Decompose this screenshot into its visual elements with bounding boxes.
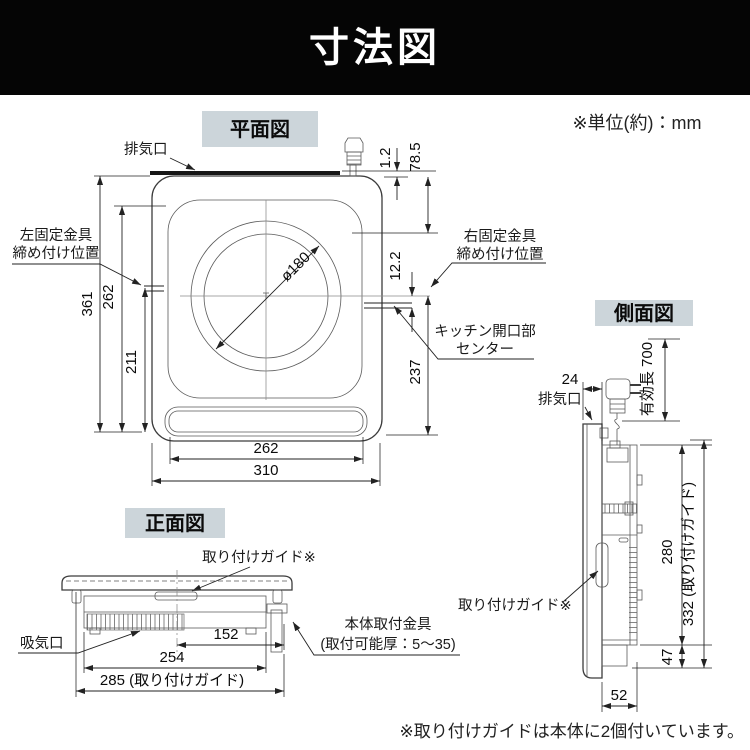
front-view-label: 正面図 bbox=[145, 513, 205, 535]
plan-exhaust-slot bbox=[150, 171, 340, 175]
plan-left-bracket-mark bbox=[144, 285, 164, 292]
side-guide-label: 取り付けガイド※ bbox=[458, 597, 572, 614]
page-title: 寸法図 bbox=[309, 26, 441, 70]
front-right-guide-hook bbox=[272, 589, 283, 604]
side-view-label: 側面図 bbox=[613, 302, 674, 325]
side-view-label-box bbox=[595, 300, 693, 326]
front-mounting-bracket bbox=[266, 603, 288, 653]
side-plug-clip bbox=[606, 447, 629, 463]
side-top-plate bbox=[582, 423, 603, 679]
side-view: 側面図 bbox=[458, 300, 712, 712]
plan-kitchen-center-label-2: センター bbox=[456, 341, 514, 358]
plan-dim-361: 361 bbox=[79, 291, 96, 316]
plan-kitchen-center-callout: キッチン開口部 センター bbox=[393, 305, 536, 360]
front-view-label-box bbox=[125, 508, 225, 538]
side-mounting-guide bbox=[595, 542, 609, 588]
plan-view-drawing bbox=[144, 137, 430, 442]
side-exhaust-leader bbox=[584, 406, 593, 421]
front-guide-leader bbox=[191, 566, 251, 592]
front-bracket-callout: 本体取付金具 (取付可能厚：5～35) bbox=[292, 616, 460, 656]
plan-dim-78-5: 78.5 bbox=[407, 142, 424, 171]
plan-dim-diameter: ø180 bbox=[278, 249, 314, 285]
front-bracket-label-2: (取付可能厚：5～35) bbox=[320, 636, 455, 653]
plan-kitchen-center-label-1: キッチン開口部 bbox=[434, 323, 536, 340]
side-view-drawing bbox=[582, 378, 643, 679]
front-dim-285: 285 (取り付けガイド) bbox=[100, 672, 244, 689]
front-intake-label: 吸気口 bbox=[20, 635, 64, 652]
front-bracket-label-1: 本体取付金具 bbox=[345, 616, 432, 633]
plan-plug-symbol bbox=[344, 137, 364, 177]
front-dim-152: 152 bbox=[213, 626, 238, 643]
side-dim-47: 47 bbox=[659, 649, 676, 666]
plan-exhaust-leader bbox=[169, 157, 196, 171]
side-guide-leader bbox=[562, 570, 599, 603]
plan-dim-211: 211 bbox=[123, 350, 140, 374]
plan-right-bracket-mark bbox=[364, 302, 412, 309]
front-view: 正面図 取り付けガイド※ 吸気口 bbox=[18, 508, 460, 697]
plan-left-bracket-label-2: 締め付け位置 bbox=[13, 245, 100, 262]
plan-exhaust-label: 排気口 bbox=[124, 141, 168, 158]
plan-dim-237: 237 bbox=[407, 359, 424, 384]
footnote: ※取り付けガイドは本体に2個付いています。 bbox=[400, 722, 745, 741]
plan-right-bracket-label-1: 右固定金具 bbox=[464, 228, 537, 245]
side-view-dimensions: 24 有効長 700 280 332 (取り付けガイド) 47 52 bbox=[562, 338, 712, 712]
plan-dim-12-2: 12.2 bbox=[387, 251, 404, 280]
side-dim-24: 24 bbox=[562, 371, 579, 388]
unit-note: ※単位(約)：mm bbox=[572, 113, 701, 133]
plan-left-bracket-label-1: 左固定金具 bbox=[20, 227, 93, 244]
front-view-drawing bbox=[61, 570, 293, 653]
side-threaded-rod bbox=[601, 503, 638, 514]
plan-dim-262v: 262 bbox=[100, 284, 117, 309]
front-intake-leader bbox=[18, 630, 141, 654]
side-dim-cord: 有効長 700 bbox=[639, 342, 656, 416]
title-bar-background bbox=[0, 0, 750, 95]
plan-right-bracket-label-2: 締め付け位置 bbox=[457, 246, 544, 263]
front-left-guide-hook bbox=[71, 589, 82, 604]
plan-view-label-box bbox=[202, 111, 318, 147]
plan-right-bracket-callout: 右固定金具 締め付け位置 bbox=[430, 228, 546, 288]
side-exhaust-label: 排気口 bbox=[538, 391, 582, 408]
front-guide-label: 取り付けガイド※ bbox=[202, 549, 316, 566]
title-bar: 寸法図 bbox=[0, 0, 750, 95]
plan-view-dimensions: 361 262 211 1.2 78.5 ø180 12.2 bbox=[79, 142, 438, 486]
side-power-plug bbox=[605, 378, 641, 445]
front-view-dimensions: 152 254 285 (取り付けガイド) bbox=[75, 592, 285, 697]
plan-view: 平面図 排気口 左固定 bbox=[12, 111, 546, 486]
front-center-guide-tab bbox=[154, 591, 198, 601]
side-fins bbox=[629, 545, 637, 637]
plan-view-label: 平面図 bbox=[230, 119, 290, 141]
front-intake-vents bbox=[86, 613, 185, 631]
side-dim-280: 280 bbox=[659, 539, 676, 564]
side-cord-break bbox=[614, 418, 620, 430]
side-dim-332: 332 (取り付けガイド) bbox=[680, 482, 697, 626]
plan-dim-1-2: 1.2 bbox=[377, 148, 394, 169]
plan-dim-262w: 262 bbox=[253, 440, 278, 457]
plan-left-bracket-callout: 左固定金具 締め付け位置 bbox=[12, 227, 142, 286]
plan-dim-310: 310 bbox=[253, 462, 278, 479]
side-dim-52: 52 bbox=[611, 687, 628, 704]
front-dim-254: 254 bbox=[159, 649, 184, 666]
